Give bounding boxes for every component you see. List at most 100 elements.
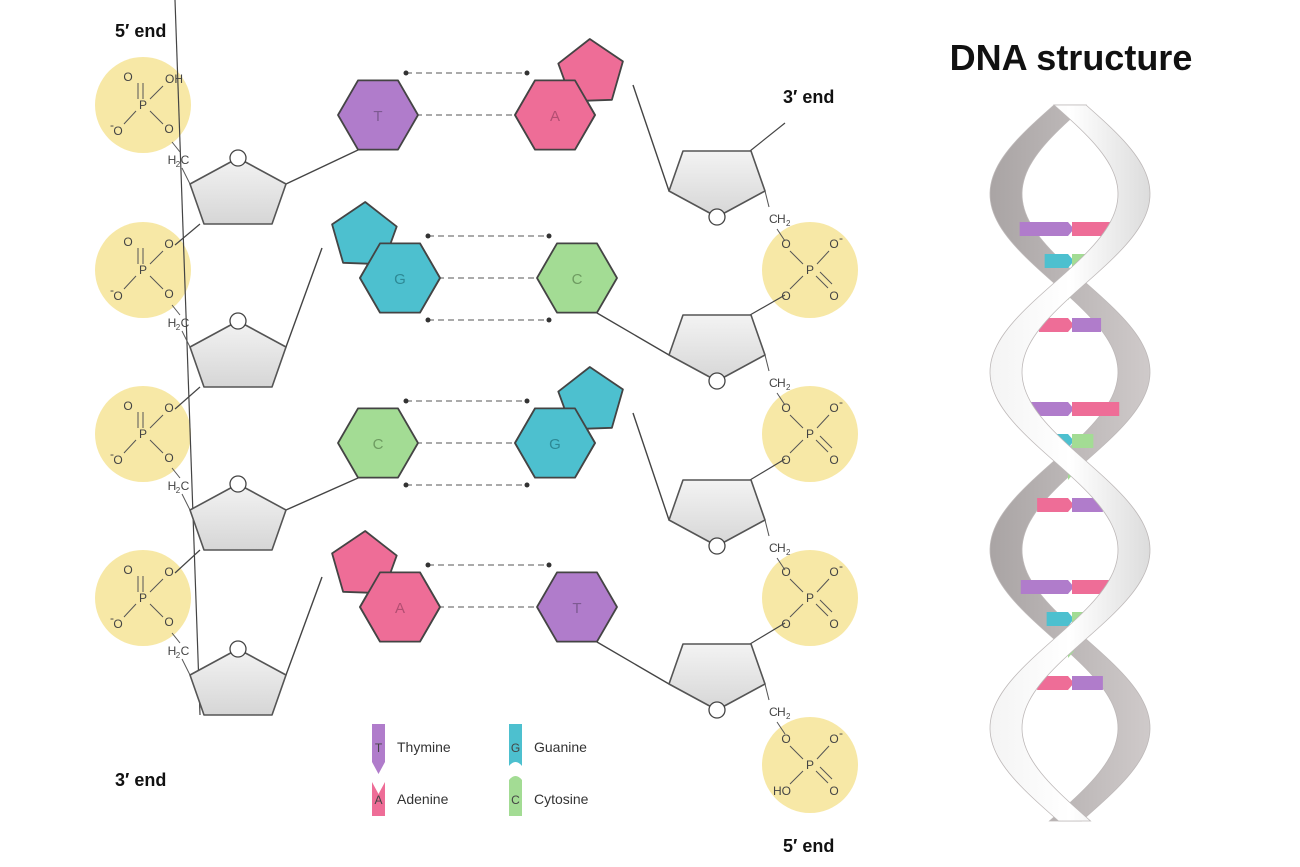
- diagram-title: DNA structure: [950, 37, 1193, 78]
- helix-rung: [1044, 254, 1068, 268]
- base-letter-C: C: [572, 271, 583, 288]
- bond: [764, 190, 770, 208]
- base-hexagon-T: [337, 79, 419, 151]
- bond: [149, 275, 164, 290]
- bond: [181, 493, 191, 511]
- ch2-c-label: C: [769, 541, 778, 555]
- bond-dot: [425, 562, 431, 568]
- oxygen-label: O: [113, 124, 122, 138]
- ring-oxygen-circle: [708, 701, 726, 719]
- base-letter-A: A: [395, 600, 405, 617]
- bond: [123, 275, 137, 290]
- backbone-line: [749, 622, 786, 645]
- backbone-line: [174, 0, 201, 716]
- backbone-line: [749, 122, 786, 152]
- phosphate-group-right-2: PO-OOO: [762, 550, 858, 646]
- helix-rung: [1072, 434, 1094, 448]
- double-helix-illustration: [989, 104, 1151, 822]
- bond-dot: [546, 233, 552, 239]
- ring-oxygen-circle: [708, 372, 726, 390]
- bond: [816, 250, 830, 265]
- oxygen-label: O: [781, 565, 790, 579]
- ch2-subscript: 2: [176, 160, 181, 169]
- backbone-line: [749, 458, 786, 481]
- helix-rung: [1037, 498, 1068, 512]
- bond: [171, 141, 181, 153]
- end-label-right-bottom: 5′ end: [783, 836, 834, 856]
- legend-letter: G: [511, 741, 520, 755]
- ch2-h-label: H: [168, 316, 177, 330]
- helix-rung-tip: [1068, 434, 1074, 448]
- charge-label: -: [839, 231, 843, 245]
- helix-rung: [1072, 498, 1103, 512]
- helix-rung: [1037, 676, 1068, 690]
- bond: [171, 467, 181, 479]
- oxygen-label: O: [164, 287, 173, 301]
- bond-dot: [425, 233, 431, 239]
- hydroxyl-label: OH: [165, 72, 183, 86]
- legend-swatch: [509, 724, 522, 766]
- oxygen-label: O: [164, 122, 173, 136]
- ch2-c-label: C: [181, 316, 190, 330]
- bond-dot: [546, 562, 552, 568]
- phosphate-circle: [95, 57, 191, 153]
- legend-letter: A: [374, 793, 382, 807]
- backbone-line: [174, 549, 201, 574]
- oxygen-label: O: [781, 237, 790, 251]
- bond: [819, 599, 833, 613]
- glycosidic-bond: [596, 641, 670, 685]
- base-hexagon-front-A: [359, 571, 441, 643]
- phosphate-circle: [762, 386, 858, 482]
- phosphorus-label: P: [806, 758, 814, 772]
- oxygen-label: O: [113, 453, 122, 467]
- bond: [815, 770, 829, 784]
- backbone-line: [174, 386, 201, 410]
- deoxyribose-pentagon: [189, 483, 287, 551]
- oxygen-label: O: [829, 732, 838, 746]
- hydroxyl-label: HO: [773, 784, 791, 798]
- ch2-h-label: H: [168, 153, 177, 167]
- ch2-c-label: C: [769, 376, 778, 390]
- bond: [149, 85, 164, 100]
- glycosidic-bond: [285, 149, 359, 185]
- ch2-h-label: H: [777, 541, 786, 555]
- bond: [789, 770, 804, 785]
- oxygen-label: O: [829, 784, 838, 798]
- helix-rung: [1046, 612, 1068, 626]
- oxygen-label: O: [781, 453, 790, 467]
- backbone-line: [749, 294, 786, 316]
- bond: [123, 603, 137, 618]
- helix-rung-tip: [1068, 498, 1074, 512]
- ring-oxygen-circle: [229, 475, 247, 493]
- phosphate-group-right-0: PO-OOO: [762, 222, 858, 318]
- ch2-c-label: C: [181, 479, 190, 493]
- oxygen-label: O: [781, 617, 790, 631]
- oxygen-label: O: [829, 289, 838, 303]
- charge-label: -: [110, 447, 114, 461]
- oxygen-label: O: [123, 399, 132, 413]
- bond: [815, 603, 829, 617]
- helix-rung: [1020, 580, 1068, 594]
- ch2-c-label: C: [769, 705, 778, 719]
- bond: [764, 683, 770, 701]
- bond: [789, 578, 804, 593]
- helix-rung-tip: [1068, 612, 1074, 626]
- helix-rung: [1019, 222, 1068, 236]
- bond: [149, 414, 164, 429]
- base-hexagon-T: [536, 571, 618, 643]
- oxygen-label: O: [829, 453, 838, 467]
- bond: [819, 271, 833, 285]
- base-letter-G: G: [394, 271, 406, 288]
- phosphorus-label: P: [806, 427, 814, 441]
- phosphate-circle: [762, 550, 858, 646]
- dna-ladder: POOO-OHPOOO-OPOOO-OPOOO-OPO-OOOPO-OOOPO-…: [95, 0, 858, 813]
